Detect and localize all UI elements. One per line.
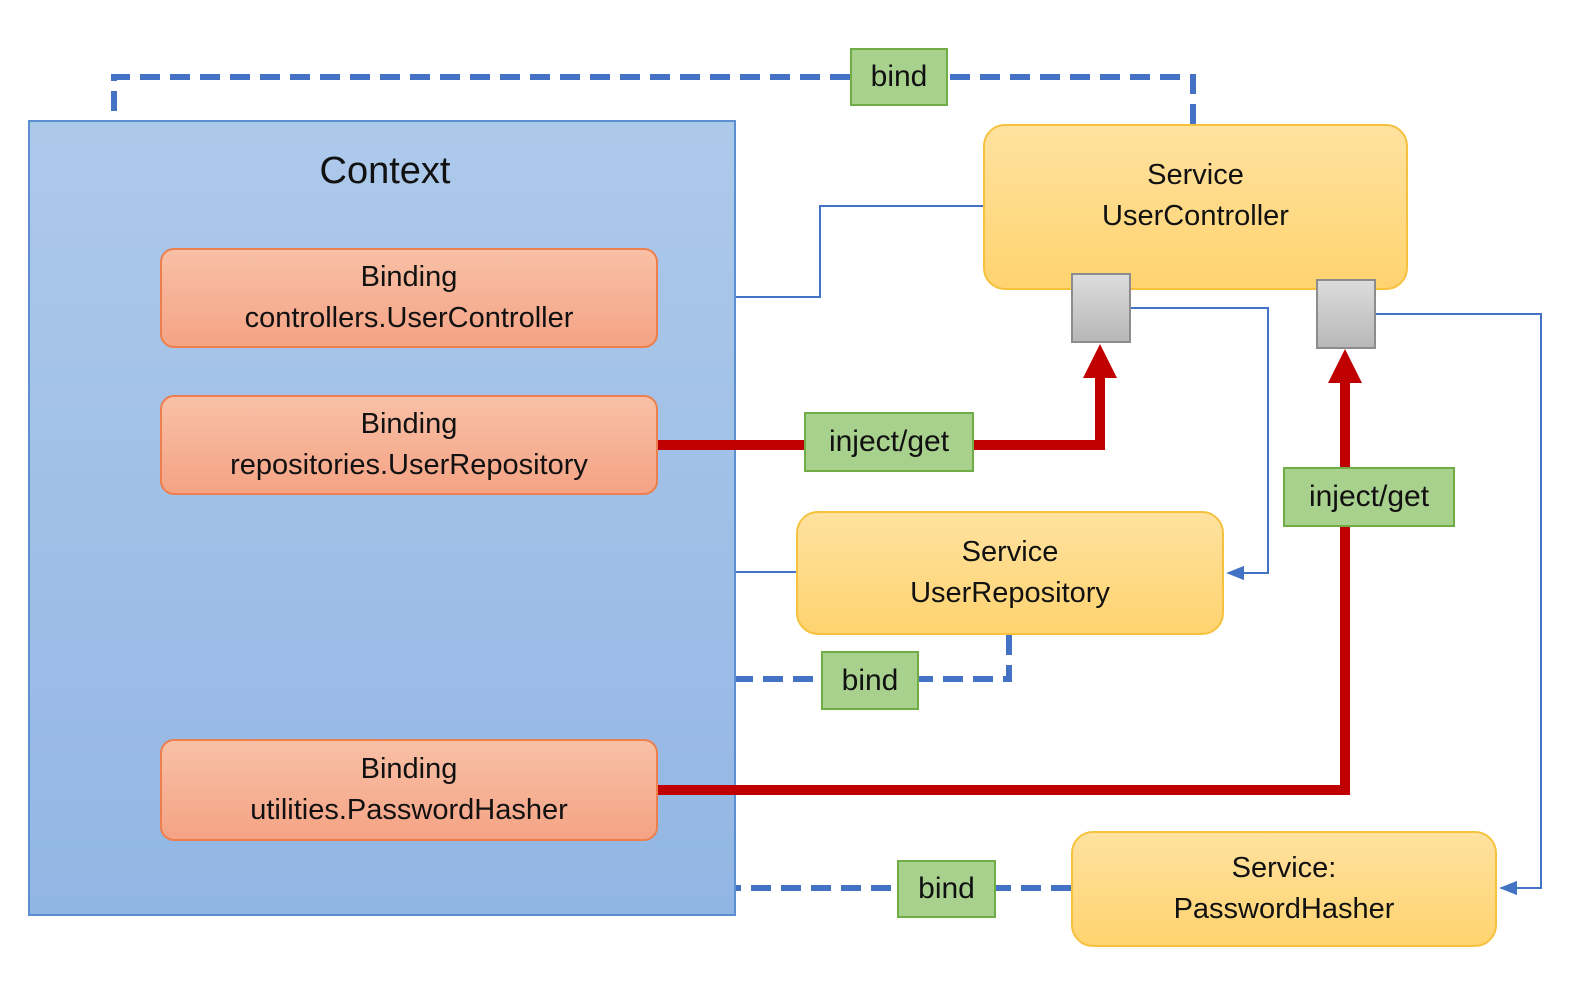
binding-user-repository[interactable]: Binding repositories.UserRepository bbox=[160, 395, 658, 495]
edge-label-bind: bind bbox=[821, 651, 919, 710]
service-type-label: Service bbox=[961, 536, 1059, 568]
service-name-label: UserRepository bbox=[910, 577, 1110, 609]
link-port-to-repository-service bbox=[1131, 307, 1269, 581]
port-password-hasher-dependency bbox=[1316, 279, 1376, 349]
binding-password-hasher[interactable]: Binding utilities.PasswordHasher bbox=[160, 739, 658, 841]
service-user-repository[interactable]: Service UserRepository bbox=[796, 511, 1224, 635]
binding-name-label: repositories.UserRepository bbox=[230, 449, 588, 481]
edge-label-bind: bind bbox=[850, 48, 948, 106]
context-title: Context bbox=[319, 150, 451, 192]
link-port-to-hasher-service bbox=[1376, 313, 1542, 896]
edge-label-bind: bind bbox=[897, 860, 996, 918]
service-type-label: Service: bbox=[1231, 852, 1337, 884]
service-name-label: UserController bbox=[1102, 200, 1289, 232]
service-type-label: Service bbox=[1147, 159, 1244, 191]
binding-type-label: Binding bbox=[360, 753, 458, 785]
port-user-repository-dependency bbox=[1071, 273, 1131, 343]
binding-name-label: controllers.UserController bbox=[244, 302, 574, 334]
edge-label-inject-get: inject/get bbox=[804, 412, 974, 472]
binding-name-label: utilities.PasswordHasher bbox=[250, 794, 568, 826]
link-binding-to-controller-service bbox=[658, 205, 983, 298]
service-password-hasher[interactable]: Service: PasswordHasher bbox=[1071, 831, 1497, 947]
service-user-controller[interactable]: Service UserController bbox=[983, 124, 1408, 290]
binding-type-label: Binding bbox=[360, 408, 458, 440]
edge-label-inject-get: inject/get bbox=[1283, 467, 1455, 527]
arrowhead-up-icon bbox=[1328, 349, 1362, 383]
binding-type-label: Binding bbox=[360, 261, 458, 293]
binding-user-controller[interactable]: Binding controllers.UserController bbox=[160, 248, 658, 348]
service-name-label: PasswordHasher bbox=[1173, 893, 1395, 925]
arrowhead-up-icon bbox=[1083, 344, 1117, 378]
